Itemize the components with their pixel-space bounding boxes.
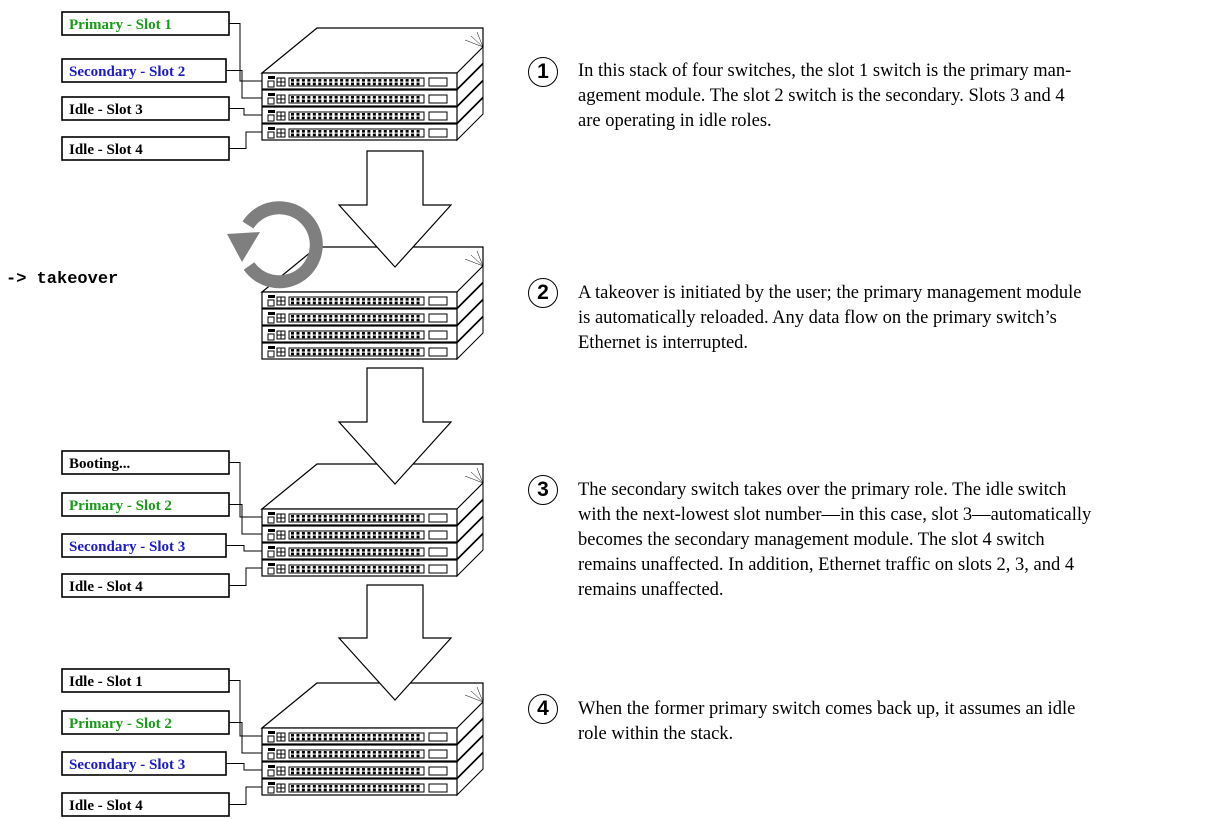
step-2-text: A takeover is initiated by the user; the… [578,281,1228,356]
step-2-badge: 2 [528,278,558,308]
slot-label-text: Secondary - Slot 3 [69,757,185,773]
slot-label-text: Idle - Slot 4 [69,798,143,814]
slot-label: Secondary - Slot 3 [61,751,262,776]
slot-label-text: Idle - Slot 4 [69,579,143,595]
slot-label: Primary - Slot 2 [61,710,262,754]
slot-label-text: Secondary - Slot 3 [69,539,185,555]
slot-label: Primary - Slot 1 [61,11,262,82]
switch-unit [261,45,484,91]
step-1-line-1: In this stack of four switches, the slot… [578,61,1072,81]
slot-label: Idle - Slot 3 [61,96,262,121]
switch-stack-2 [260,246,484,361]
step-1-line-3: are operating in idle roles. [578,111,772,131]
stack-top-face [260,27,484,74]
step-2-line-2: is automatically reloaded. Any data flow… [578,308,1057,328]
slot-label: Secondary - Slot 3 [61,533,262,558]
step-3-line-3: becomes the secondary management module.… [578,530,1045,550]
step-3-badge: 3 [528,475,558,505]
step-3-line-2: with the next-lowest slot number—in this… [578,505,1092,525]
flow-arrow-1 [337,150,453,268]
step-3-text: The secondary switch takes over the prim… [578,478,1228,603]
switch-unit [261,79,484,125]
takeover-command: -> takeover [6,270,118,289]
step-1-badge: 1 [528,57,558,87]
flow-arrow-3 [337,584,453,701]
slot-label-text: Primary - Slot 1 [69,17,172,33]
step-2-line-1: A takeover is initiated by the user; the… [578,283,1082,303]
slot-labels: Primary - Slot 1 Secondary - Slot 2 Idle -… [61,11,262,817]
slot-label: Idle - Slot 4 [61,567,262,598]
slot-label: Idle - Slot 4 [61,786,262,817]
slot-label-text: Secondary - Slot 2 [69,64,185,80]
switch-unit [261,717,484,763]
switch-unit [261,498,484,544]
switch-unit [261,532,484,578]
step-1-text: In this stack of four switches, the slot… [578,59,1228,134]
step-4-line-2: role within the stack. [578,724,734,744]
step-3-line-4: remains unaffected. In addition, Etherne… [578,555,1075,575]
switch-unit [261,515,484,561]
step-4-line-1: When the former primary switch comes bac… [578,699,1076,719]
slot-label-text: Primary - Slot 2 [69,716,172,732]
switch-unit [261,298,484,344]
switch-stack-3 [260,463,484,578]
switch-unit [261,481,484,527]
slot-label-text: Idle - Slot 3 [69,102,143,118]
slot-label: Booting... [61,450,262,518]
switch-unit [261,315,484,361]
switch-unit [261,751,484,797]
slot-label-text: Idle - Slot 1 [69,674,143,690]
switch-unit [261,281,484,327]
switch-unit [261,96,484,142]
step-2-line-3: Ethernet is interrupted. [578,333,749,353]
step-3-line-1: The secondary switch takes over the prim… [578,480,1067,500]
slot-label: Idle - Slot 1 [61,668,262,737]
switch-stacks [260,27,484,797]
slot-label: Idle - Slot 4 [61,131,262,161]
switch-unit [261,264,484,310]
switch-unit [261,700,484,746]
slot-label: Secondary - Slot 2 [61,58,262,99]
step-4-badge: 4 [528,694,558,724]
step-3-line-5: remains unaffected. [578,580,724,600]
reload-icon [227,201,323,289]
slot-label-text: Primary - Slot 2 [69,498,172,514]
slot-label-text: Idle - Slot 4 [69,142,143,158]
flow-arrow-2 [337,367,453,485]
slot-label-text: Booting... [69,456,131,472]
flow-arrows [337,150,453,701]
stack-top-face [260,463,484,510]
step-1-line-2: agement module. The slot 2 switch is the… [578,86,1065,106]
switch-unit [261,62,484,108]
switch-unit [261,734,484,780]
step-4-text: When the former primary switch comes bac… [578,697,1228,747]
switch-stack-1 [260,27,484,142]
stack-top-face [260,682,484,729]
switch-stack-4 [260,682,484,797]
slot-label: Primary - Slot 2 [61,492,262,535]
